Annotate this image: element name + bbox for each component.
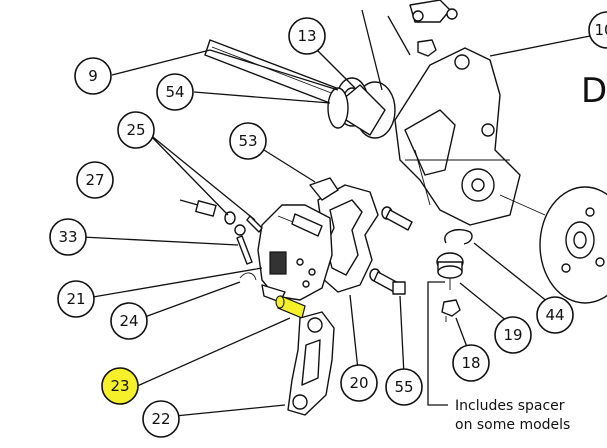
svg-text:33: 33 (58, 228, 77, 246)
callout-20: 20 (340, 364, 378, 402)
callout-44: 44 (536, 296, 574, 334)
callout-25: 25 (117, 111, 155, 149)
callout-21: 21 (57, 280, 95, 318)
callout-27: 27 (76, 161, 114, 199)
svg-text:25: 25 (126, 121, 145, 139)
nut-18 (441, 299, 461, 322)
callout-22: 22 (142, 400, 180, 438)
wheel-hub (499, 186, 607, 304)
callout-33: 33 (49, 218, 87, 256)
brake-link (287, 311, 335, 416)
steering-knuckle (394, 47, 521, 226)
svg-text:44: 44 (545, 306, 564, 324)
svg-text:27: 27 (85, 171, 104, 189)
ball-joint-19 (436, 252, 464, 290)
callout-54: 54 (156, 73, 194, 111)
svg-text:22: 22 (151, 410, 170, 428)
svg-text:21: 21 (66, 290, 85, 308)
snap-ring (444, 228, 473, 245)
note-line-1: Includes spacer (455, 398, 565, 414)
note-line-2: on some models (455, 417, 570, 433)
leader-lines (81, 9, 591, 417)
section-letter: D (581, 71, 607, 111)
callout-23: 23 (101, 367, 139, 405)
svg-text:55: 55 (394, 378, 413, 396)
guide-pin-highlighted (275, 295, 306, 319)
callout-18: 18 (452, 344, 490, 382)
callout-19: 19 (494, 316, 532, 354)
ball-joint (409, 0, 458, 57)
callout-13: 13 (288, 17, 326, 55)
callout-24: 24 (110, 302, 148, 340)
svg-text:23: 23 (110, 377, 129, 395)
bolt-55 (369, 268, 406, 295)
callout-55: 55 (385, 368, 423, 406)
svg-text:20: 20 (349, 374, 368, 392)
svg-text:18: 18 (461, 354, 480, 372)
caliper (257, 204, 333, 303)
svg-text:10: 10 (594, 21, 607, 39)
svg-text:54: 54 (165, 83, 184, 101)
callout-53: 53 (229, 122, 267, 160)
svg-text:24: 24 (119, 312, 138, 330)
pin-33 (234, 224, 253, 265)
svg-text:9: 9 (88, 67, 98, 85)
bracket-bolt (381, 206, 413, 231)
bolt-27 (179, 199, 217, 217)
svg-text:13: 13 (297, 27, 316, 45)
callout-10: 10 (588, 11, 607, 49)
clip-24 (239, 272, 257, 281)
svg-text:19: 19 (503, 326, 522, 344)
svg-text:53: 53 (238, 132, 257, 150)
seal (327, 87, 349, 129)
callout-9: 9 (74, 57, 112, 95)
